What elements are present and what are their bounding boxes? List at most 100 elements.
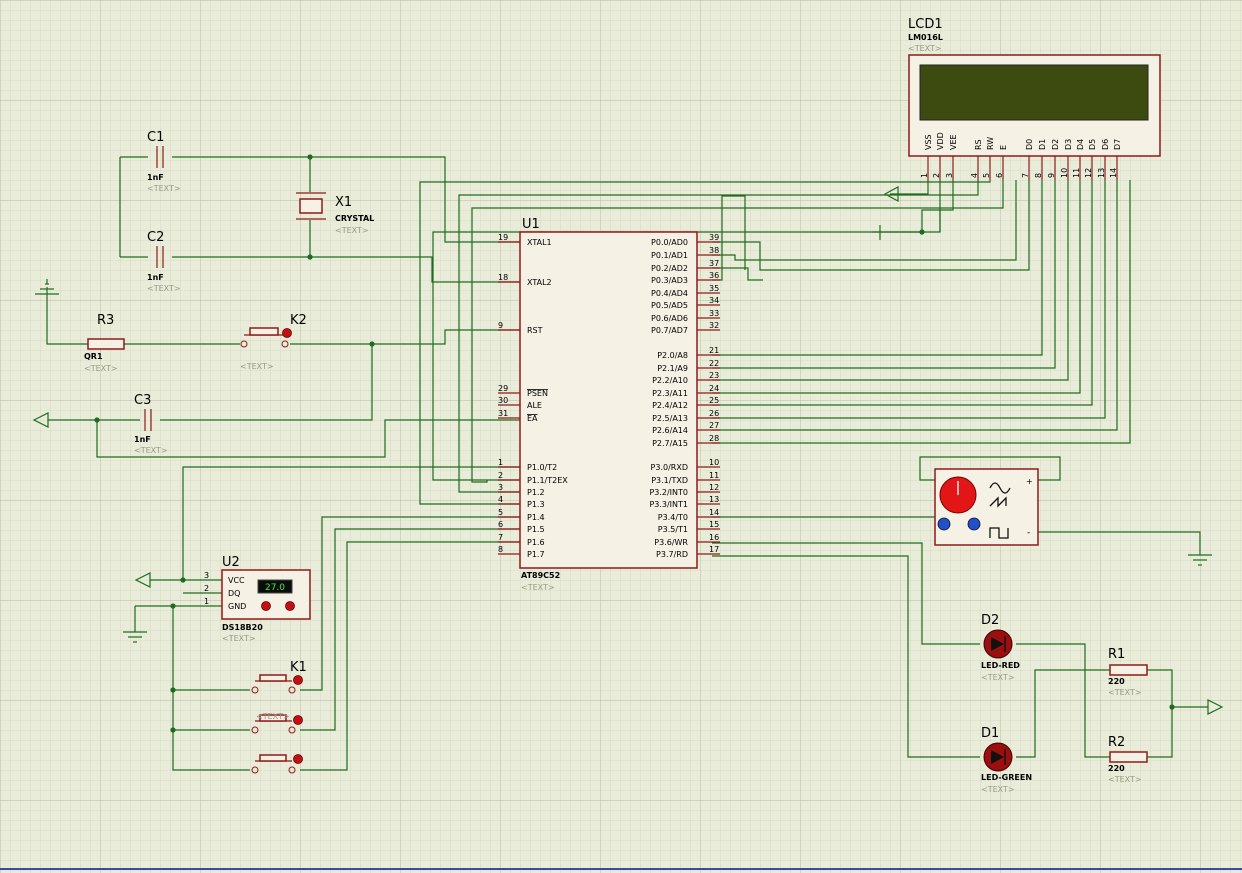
mcu-pin-label: ALE [527, 401, 542, 410]
r1-value: 220 [1108, 677, 1125, 686]
capacitor-c1[interactable]: C1 1nF <TEXT> [147, 130, 181, 193]
r1-ref: R1 [1108, 647, 1125, 662]
mcu-pin-number: 33 [709, 309, 719, 318]
mcu-pin-label: P1.7 [527, 550, 545, 559]
sine-wave-icon [989, 482, 1011, 494]
capacitor-c2[interactable]: C2 1nF <TEXT> [147, 230, 181, 293]
u2-text-tag: <TEXT> [222, 634, 256, 643]
lcd-pin-number: 3 [945, 173, 954, 178]
x1-text-tag: <TEXT> [335, 226, 369, 235]
mcu-pin-label: P2.0/A8 [657, 351, 688, 360]
pushbutton-2[interactable]: <TEXT> [251, 712, 303, 734]
lcd-pin-number: 10 [1060, 168, 1069, 178]
mcu-pin-number: 26 [709, 409, 719, 418]
r2-value: 220 [1108, 764, 1125, 773]
resistor-r3[interactable]: R3 QR1 <TEXT> [84, 313, 125, 373]
mcu-pin-number: 8 [498, 545, 503, 554]
d2-ref: D2 [981, 613, 999, 628]
led-d2[interactable]: D2 LED-RED <TEXT> [981, 613, 1020, 682]
mcu-pin-label: P0.7/AD7 [651, 326, 688, 335]
lcd-pin-label: D7 [1113, 139, 1122, 150]
mcu-body [519, 231, 698, 569]
lcd-pin-label: D2 [1051, 139, 1060, 150]
mcu-pin-label: P0.0/AD0 [651, 238, 688, 247]
mcu-pin-label: P0.5/AD5 [651, 301, 688, 310]
mcu-pin-label: P1.5 [527, 525, 545, 534]
mcu-pin-number: 18 [498, 273, 508, 282]
mcu-pin-label: P3.2/INT0 [649, 488, 688, 497]
mcu-pin-number: 27 [709, 421, 719, 430]
mcu-pin-number: 17 [709, 545, 719, 554]
lcd-text-tag: <TEXT> [908, 44, 942, 53]
x1-ref: X1 [335, 195, 352, 210]
ground-icon [35, 279, 59, 295]
u2-pin-label: VCC [228, 576, 245, 585]
lcd-pin-label: D1 [1038, 139, 1047, 150]
d1-text-tag: <TEXT> [981, 785, 1015, 794]
mcu-pin-number: 11 [709, 471, 719, 480]
mcu-pin-label: P2.1/A9 [657, 364, 688, 373]
r1-text-tag: <TEXT> [1108, 688, 1142, 697]
pushbutton-3[interactable] [251, 754, 303, 774]
square-wave-icon [989, 527, 1009, 539]
r3-text-tag: <TEXT> [84, 364, 118, 373]
lcd-pin-number: 4 [970, 173, 979, 178]
lcd-pin-number: 8 [1034, 173, 1043, 178]
r3-value: QR1 [84, 352, 103, 361]
u2-display: 27.0 [265, 583, 285, 593]
mcu-pin-label: P2.7/A15 [652, 439, 688, 448]
pushbutton-k2[interactable]: K2 <TEXT> [240, 313, 307, 371]
c1-text-tag: <TEXT> [147, 184, 181, 193]
resistor-r2[interactable]: R2 220 <TEXT> [1108, 735, 1148, 784]
mcu-pin-number: 10 [709, 458, 719, 467]
mcu-pin-number: 35 [709, 284, 719, 293]
mcu-text-tag: <TEXT> [521, 583, 555, 592]
u2-ref: U2 [222, 555, 240, 570]
wires [46, 156, 1208, 771]
lcd-screen [919, 64, 1149, 121]
mcu-pin-label: XTAL1 [527, 238, 552, 247]
mcu-pin-label: P0.4/AD4 [651, 289, 688, 298]
d1-value: LED-GREEN [981, 773, 1032, 782]
r2-ref: R2 [1108, 735, 1125, 750]
mcu-pin-number: 34 [709, 296, 719, 305]
junction-dots [94, 154, 1175, 733]
lcd-pin-label: RW [986, 137, 995, 150]
c1-value: 1nF [147, 173, 164, 182]
lcd-pin-number: 2 [932, 173, 941, 178]
mcu-pin-label: P1.2 [527, 488, 545, 497]
frequency-knob-icon[interactable] [967, 517, 981, 531]
resistor-r1[interactable]: R1 220 <TEXT> [1108, 647, 1148, 697]
pushbutton-k1[interactable]: K1 [251, 660, 307, 694]
range-knob-icon[interactable] [937, 517, 951, 531]
led-d1[interactable]: D1 LED-GREEN <TEXT> [981, 726, 1032, 794]
mcu-pin-label: P2.5/A13 [652, 414, 688, 423]
mcu-pin-number: 1 [498, 458, 503, 467]
crystal-x1[interactable]: X1 CRYSTAL <TEXT> [296, 192, 374, 235]
mcu-pin-label: XTAL2 [527, 278, 552, 287]
mcu-pin-number: 15 [709, 520, 719, 529]
mcu-at89c52[interactable]: U1 AT89C52 <TEXT> 19XTAL118XTAL29RST29PS… [498, 217, 720, 592]
signal-generator[interactable]: + - [934, 468, 1039, 546]
generator-plus: + [1026, 477, 1033, 486]
sensor-up-button-icon[interactable] [285, 601, 295, 611]
c2-ref: C2 [147, 230, 164, 245]
mcu-pin-number: 37 [709, 259, 719, 268]
mcu-pin-label: P0.6/AD6 [651, 314, 688, 323]
lcd-pin-number: 1 [920, 173, 929, 178]
button-actuator-icon [293, 675, 303, 685]
sensor-down-button-icon[interactable] [261, 601, 271, 611]
mcu-pin-number: 12 [709, 483, 719, 492]
mcu-pin-number: 7 [498, 533, 503, 542]
generator-minus: - [1027, 528, 1030, 538]
lcd-lm016l[interactable]: LCD1 LM016L <TEXT> VSS1VDD2VEE3RS4RW5E6D… [908, 17, 1161, 180]
mcu-right-pins: 39P0.0/AD038P0.1/AD137P0.2/AD236P0.3/AD3… [649, 233, 720, 559]
mcu-pin-number: 4 [498, 495, 503, 504]
capacitor-c3[interactable]: C3 1nF <TEXT> [134, 393, 168, 455]
diode-symbol-icon [991, 637, 1004, 651]
lcd-pin-label: D3 [1064, 139, 1073, 150]
lcd-model: LM016L [908, 33, 943, 42]
u2-pin-label: DQ [228, 589, 240, 598]
